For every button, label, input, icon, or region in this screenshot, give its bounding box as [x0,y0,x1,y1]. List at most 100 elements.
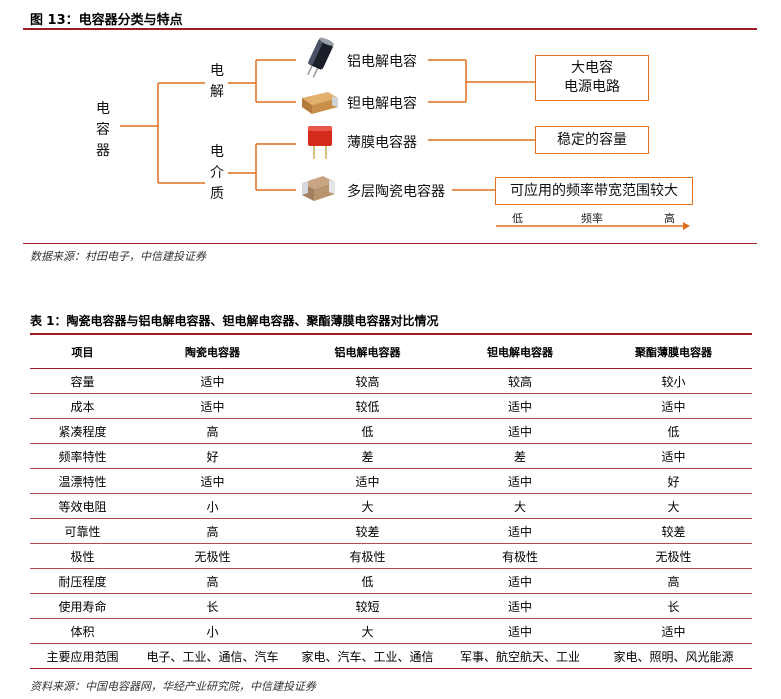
header-cell: 陶瓷电容器 [135,333,290,369]
table-cell: 有极性 [445,543,595,569]
table-cell: 高 [595,568,752,594]
table-row: 可靠性高较差适中较差 [30,518,752,544]
table-cell: 适中 [135,393,290,419]
table-cell: 适中 [445,418,595,444]
figure-bottom-divider [23,243,757,244]
table-cell: 适中 [445,518,595,544]
capacitor-classification-diagram: 电 容 器 电 解 电 介 质 [0,30,781,242]
table-cell: 电子、工业、通信、汽车 [135,643,290,669]
table-cell: 适中 [135,468,290,494]
table-cell: 大 [595,493,752,519]
root-char: 器 [96,143,110,159]
diagram-connectors [120,59,690,230]
item-mlcc-label: 多层陶瓷电容器 [347,184,445,200]
freq-low-label: 低 [512,212,523,225]
table-cell: 适中 [135,368,290,394]
tantalum-capacitor-icon [302,92,338,114]
table-cell: 高 [135,518,290,544]
table-cell: 低 [290,418,445,444]
table-source: 资料来源：中国电容器网，华经产业研究院，中信建投证券 [30,680,316,693]
freq-high-label: 高 [664,212,675,225]
table-header-row: 项目 陶瓷电容器 铝电解电容器 钽电解电容器 聚酯薄膜电容器 [30,333,752,369]
table-cell: 无极性 [595,543,752,569]
row-label-cell: 极性 [30,543,135,569]
figure-source: 数据来源：村田电子，中信建投证券 [30,250,206,263]
table-cell: 差 [290,443,445,469]
table-cell: 较差 [290,518,445,544]
electrolytic-feature-box: 大电容 电源电路 [535,55,649,101]
electrolytic-feature-line: 大电容 [571,60,613,76]
table-row: 极性无极性有极性有极性无极性 [30,543,752,569]
table-cell: 大 [290,493,445,519]
item-tantalum-label: 钽电解电容 [347,96,417,112]
row-label-cell: 等效电阻 [30,493,135,519]
table-row: 温漂特性适中适中适中好 [30,468,752,494]
table-cell: 有极性 [290,543,445,569]
header-cell: 钽电解电容器 [445,333,595,369]
row-label-cell: 成本 [30,393,135,419]
table-cell: 低 [290,568,445,594]
table-row: 紧凑程度高低适中低 [30,418,752,444]
table-cell: 适中 [445,468,595,494]
table-cell: 适中 [445,618,595,644]
table-cell: 无极性 [135,543,290,569]
table-cell: 家电、照明、风光能源 [595,643,752,669]
film-capacitor-icon [308,126,332,159]
table-row: 成本适中较低适中适中 [30,393,752,419]
root-char: 容 [96,122,110,138]
table-cell: 长 [135,593,290,619]
table-cell: 长 [595,593,752,619]
aluminum-capacitor-icon [307,37,334,78]
table-cell: 小 [135,618,290,644]
table-cell: 大 [445,493,595,519]
header-cell: 项目 [30,333,135,369]
row-label-cell: 耐压程度 [30,568,135,594]
table-cell: 适中 [445,568,595,594]
branch-electrolytic-char: 电 [210,63,224,79]
freq-axis-label: 频率 [581,212,603,225]
comparison-table: 项目 陶瓷电容器 铝电解电容器 钽电解电容器 聚酯薄膜电容器 容量适中较高较高较… [30,333,752,669]
row-label-cell: 可靠性 [30,518,135,544]
table-cell: 较短 [290,593,445,619]
table-cell: 差 [445,443,595,469]
table-cell: 较高 [445,368,595,394]
table-cell: 低 [595,418,752,444]
branch-dielectric-char: 质 [210,186,224,202]
table-cell: 高 [135,418,290,444]
mlcc-icon [302,176,335,201]
table-cell: 好 [595,468,752,494]
table-cell: 适中 [595,443,752,469]
table-cell: 适中 [445,393,595,419]
row-label-cell: 使用寿命 [30,593,135,619]
row-label-cell: 温漂特性 [30,468,135,494]
table-cell: 较差 [595,518,752,544]
row-label-cell: 容量 [30,368,135,394]
header-cell: 聚酯薄膜电容器 [595,333,752,369]
table-cell: 家电、汽车、工业、通信 [290,643,445,669]
table-cell: 高 [135,568,290,594]
mlcc-feature-box: 可应用的频率带宽范围较大 [495,177,693,205]
table-cell: 小 [135,493,290,519]
table-row: 使用寿命长较短适中长 [30,593,752,619]
table-cell: 适中 [595,393,752,419]
electrolytic-feature-line: 电源电路 [564,79,620,95]
row-label-cell: 体积 [30,618,135,644]
header-cell: 铝电解电容器 [290,333,445,369]
table-cell: 军事、航空航天、工业 [445,643,595,669]
table-cell: 适中 [595,618,752,644]
branch-electrolytic-char: 解 [210,84,224,100]
figure-title: 图 13：电容器分类与特点 [30,13,183,28]
branch-dielectric-char: 介 [210,165,224,181]
table-row: 等效电阻小大大大 [30,493,752,519]
row-label-cell: 主要应用范围 [30,643,135,669]
table-row: 主要应用范围电子、工业、通信、汽车家电、汽车、工业、通信军事、航空航天、工业家电… [30,643,752,669]
mlcc-feature-text: 可应用的频率带宽范围较大 [510,182,678,199]
table-cell: 大 [290,618,445,644]
item-film-label: 薄膜电容器 [347,135,417,151]
top-divider [23,28,757,30]
table-cell: 较小 [595,368,752,394]
table-row: 耐压程度高低适中高 [30,568,752,594]
film-feature-text: 稳定的容量 [557,131,627,148]
row-label-cell: 紧凑程度 [30,418,135,444]
table-row: 体积小大适中适中 [30,618,752,644]
